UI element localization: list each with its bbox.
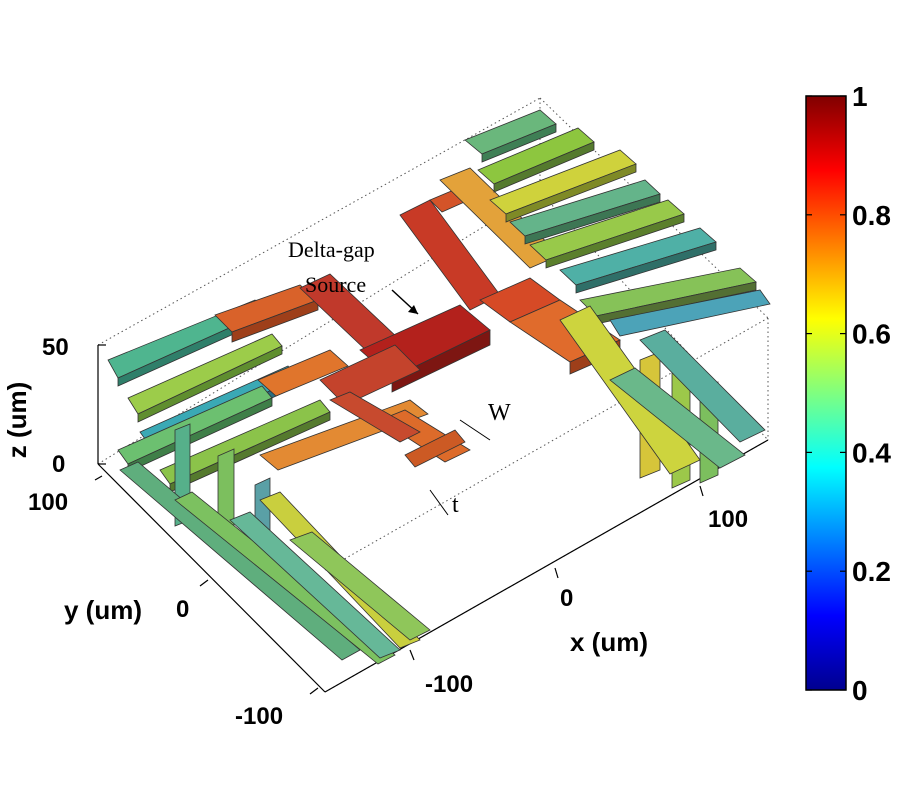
colorbar-tick-label: 1 bbox=[852, 81, 868, 112]
x-axis: -100 0 100 x (um) bbox=[425, 506, 748, 698]
annotation-source-line2: Source bbox=[305, 272, 366, 297]
x-tick-100: 100 bbox=[708, 506, 748, 533]
thickness-marker bbox=[429, 489, 449, 516]
y-axis: 100 0 -100 y (um) bbox=[28, 489, 283, 730]
antenna-structure bbox=[107, 109, 771, 665]
z-tick-0: 0 bbox=[52, 451, 65, 478]
x-tick-neg100: -100 bbox=[425, 671, 473, 698]
y-tick-100: 100 bbox=[28, 489, 68, 516]
annotation-source-line1: Delta-gap bbox=[288, 237, 375, 262]
colorbar-ticks: 0 0.2 0.4 0.6 0.8 1 bbox=[806, 81, 891, 706]
annotation-arrowhead bbox=[408, 305, 418, 314]
annotation-thickness: t bbox=[452, 492, 459, 518]
x-tick-0: 0 bbox=[560, 585, 573, 612]
annotations: Delta-gap Source W t bbox=[288, 237, 511, 518]
colorbar-tick-label: 0 bbox=[852, 675, 868, 706]
colorbar-gradient bbox=[805, 95, 847, 691]
colorbar-tick-label: 0.6 bbox=[852, 319, 891, 350]
z-tick-50: 50 bbox=[42, 334, 69, 361]
colorbar-tick-label: 0.4 bbox=[852, 437, 891, 468]
colorbar-tick-label: 0.2 bbox=[852, 556, 891, 587]
right-posts bbox=[559, 305, 766, 489]
annotation-width: W bbox=[488, 400, 511, 426]
y-axis-label: y (um) bbox=[64, 595, 142, 625]
y-tick-neg100: -100 bbox=[235, 703, 283, 730]
z-axis-label: z (um) bbox=[2, 382, 32, 459]
y-tick-0: 0 bbox=[176, 596, 189, 623]
width-marker bbox=[459, 419, 491, 441]
right-fingers bbox=[439, 109, 771, 337]
tick-marks bbox=[94, 344, 704, 695]
z-axis: 50 0 z (um) bbox=[2, 334, 69, 478]
colorbar: 0 0.2 0.4 0.6 0.8 1 bbox=[805, 81, 891, 706]
left-front-fingers bbox=[119, 461, 431, 665]
x-axis-label: x (um) bbox=[570, 627, 648, 657]
colorbar-tick-label: 0.8 bbox=[852, 200, 891, 231]
